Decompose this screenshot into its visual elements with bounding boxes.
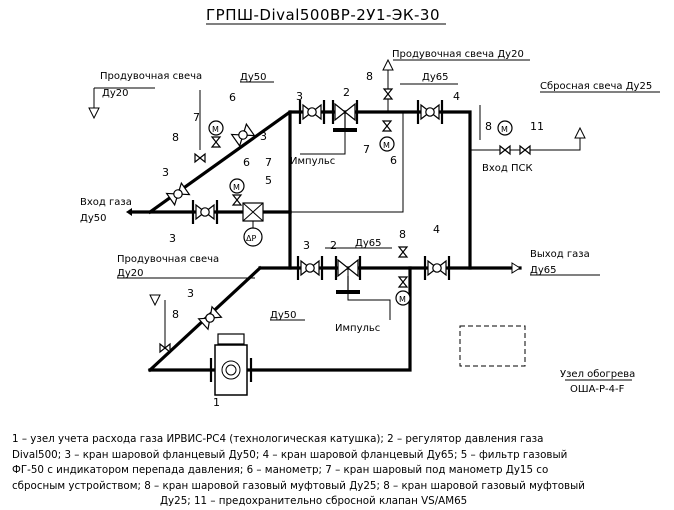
svg-text:6: 6 (243, 156, 250, 169)
svg-text:6: 6 (390, 154, 397, 167)
svg-text:6: 6 (229, 91, 236, 104)
heater-name-label: Узел обогрева (560, 369, 635, 380)
manometers: M M M M M (208, 120, 513, 306)
svg-text:4: 4 (433, 223, 440, 236)
svg-text:1: 1 (213, 396, 220, 409)
svg-text:8: 8 (399, 228, 406, 241)
legend-line: ФГ-50 с индикатором перепада давления; 6… (12, 464, 549, 476)
svg-text:4: 4 (453, 90, 460, 103)
text-labels: Продувочная свеча Ду20 Продувочная свеча… (80, 49, 652, 395)
svg-text:3: 3 (296, 90, 303, 103)
regulator-2-lower (334, 256, 362, 294)
legend-line: сбросным устройством; 8 – кран шаровой г… (12, 479, 585, 492)
impulse-bottom-label: Импульс (335, 323, 380, 334)
svg-text:7: 7 (193, 111, 200, 124)
legend-line: Dival500; 3 – кран шаровой фланцевый Ду5… (12, 448, 568, 461)
svg-text:8: 8 (366, 70, 373, 83)
purge-left-label: Продувочная свеча (100, 71, 202, 82)
svg-text:M: M (233, 183, 240, 192)
svg-text:2: 2 (330, 239, 337, 252)
filter-5: ΔР (242, 202, 264, 247)
svg-text:3: 3 (169, 232, 176, 245)
svg-text:M: M (383, 141, 390, 150)
svg-text:2: 2 (343, 86, 350, 99)
outlet-label: Выход газа (530, 249, 590, 260)
inlet-label: Вход газа (80, 197, 132, 208)
flanges (191, 100, 451, 280)
valve-3-diagonal-upper (231, 123, 255, 147)
diagram-title: ГРПШ-Dival500ВР-2У1-ЭК-30 (206, 6, 440, 24)
impulse-lines (164, 60, 581, 348)
dn65-mid-label: Ду65 (355, 238, 381, 249)
heater-node-box (459, 325, 526, 367)
dn65-top-label: Ду65 (422, 72, 448, 83)
svg-text:3: 3 (303, 239, 310, 252)
svg-text:5: 5 (265, 174, 272, 187)
dp-indicator-label: ΔР (246, 234, 256, 243)
svg-text:M: M (501, 125, 508, 134)
relief-label: Сбросная свеча Ду25 (540, 81, 652, 92)
valve-3-inlet (195, 204, 215, 220)
purge-arrows (88, 58, 586, 307)
callout-numbers: 3 2 8 4 6 7 3 8 7 6 6 7 3 5 3 3 2 8 4 3 … (162, 70, 544, 409)
svg-text:8: 8 (485, 120, 492, 133)
dn50-bottom-label: Ду50 (270, 310, 296, 321)
regulator-2-upper (331, 100, 359, 132)
svg-text:M: M (399, 295, 406, 304)
svg-text:8: 8 (172, 308, 179, 321)
dn50-top-label: Ду50 (240, 72, 266, 83)
svg-text:7: 7 (265, 156, 272, 169)
purge-top-label: Продувочная свеча Ду20 (392, 49, 524, 60)
legend-line: 1 – узел учета расхода газа ИРВИС-РС4 (т… (12, 433, 544, 445)
valve-4-outlet (427, 260, 447, 276)
psk-inlet-label: Вход ПСК (482, 163, 533, 174)
legend: 1 – узел учета расхода газа ИРВИС-РС4 (т… (12, 432, 612, 510)
svg-text:3: 3 (260, 130, 267, 143)
heater-model-label: ОША-Р-4-F (570, 384, 625, 395)
purge-left-dn: Ду20 (102, 88, 128, 99)
outlet-dn: Ду65 (530, 265, 556, 276)
label-leaders (93, 59, 660, 381)
gas-meter-1 (209, 333, 253, 396)
svg-text:8: 8 (172, 131, 179, 144)
svg-text:11: 11 (530, 120, 544, 133)
svg-text:3: 3 (187, 287, 194, 300)
valve-4-upper-right (420, 104, 440, 120)
valve-3-lower (300, 260, 320, 276)
purge-bottom-label: Продувочная свеча (117, 254, 219, 265)
legend-line: Ду25; 11 – предохранительно сбросной кла… (160, 495, 468, 507)
svg-text:3: 3 (162, 166, 169, 179)
impulse-top-label: Импульс (290, 156, 335, 167)
svg-text:M: M (212, 125, 219, 134)
pipelines (130, 110, 522, 373)
purge-bottom-dn: Ду20 (117, 268, 143, 279)
inlet-dn: Ду50 (80, 213, 106, 224)
valve-3-upper-left (302, 104, 322, 120)
valve-3-diagonal-lower (198, 306, 222, 330)
svg-text:7: 7 (363, 143, 370, 156)
